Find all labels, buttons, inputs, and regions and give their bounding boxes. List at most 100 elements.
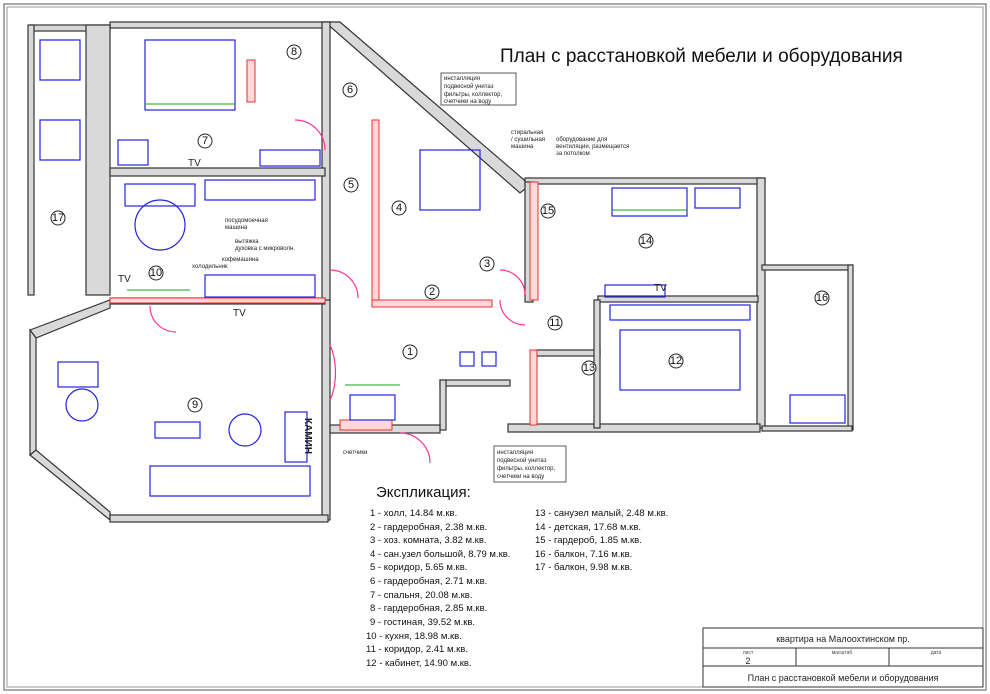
explication-item: 1 - холл, 14.84 м.кв. xyxy=(370,508,457,519)
svg-text:кофемашина: кофемашина xyxy=(222,257,259,263)
tv-label-kitchen: TV xyxy=(118,274,131,285)
room-15: 15 xyxy=(540,203,556,219)
doors xyxy=(149,119,526,464)
svg-text:17: 17 xyxy=(52,212,64,224)
fireplace-label: КАМИН xyxy=(302,418,313,454)
svg-text:счетчики на воду: счетчики на воду xyxy=(444,99,491,105)
explication-heading: Экспликация: xyxy=(376,484,471,501)
tv-label-living: TV xyxy=(233,308,246,319)
svg-text:2: 2 xyxy=(429,286,435,298)
svg-text:подвесной унитаз: подвесной унитаз xyxy=(444,83,494,90)
svg-text:12: 12 xyxy=(670,355,682,367)
note-ventilation: оборудование для вентиляции, размещается… xyxy=(556,137,629,157)
tv-label-bedroom: TV xyxy=(188,158,201,169)
explication-item: 7 - спальня, 20.08 м.кв. xyxy=(370,590,473,601)
room-17: 17 xyxy=(50,210,66,226)
explication-item: 15 - гардероб, 1.85 м.кв. xyxy=(535,535,642,546)
room-13: 13 xyxy=(581,360,597,376)
explication-item: 12 - кабинет, 14.90 м.кв. xyxy=(366,658,472,669)
svg-text:14: 14 xyxy=(640,235,652,247)
room-12: 12 xyxy=(668,353,684,369)
svg-text:инсталляция: инсталляция xyxy=(497,450,533,456)
meters-label: счетчики xyxy=(343,450,367,456)
room-11: 11 xyxy=(547,315,563,331)
project-name: квартира на Малоохтинском пр. xyxy=(776,634,910,644)
explication-item: 11 - коридор, 2.41 м.кв. xyxy=(366,644,468,655)
svg-text:фильтры, коллектор,: фильтры, коллектор, xyxy=(497,466,555,472)
room-4: 4 xyxy=(391,200,407,216)
svg-text:4: 4 xyxy=(396,202,402,214)
note-installation-top: инсталляция подвесной унитаз фильтры, ко… xyxy=(440,72,517,106)
room-numbers: 1 2 3 4 5 6 7 8 9 10 11 12 13 14 15 16 1… xyxy=(50,44,830,413)
explication-item: 4 - сан.узел большой, 8.79 м.кв. xyxy=(370,549,510,560)
explication-item: 13 - санузел малый, 2.48 м.кв. xyxy=(535,508,668,519)
svg-text:машина: машина xyxy=(511,144,534,150)
svg-text:за потолком: за потолком xyxy=(556,151,590,157)
explication-item: 9 - гостиная, 39.52 м.кв. xyxy=(370,617,475,628)
sheet-frame xyxy=(3,3,987,691)
explication-item: 5 - коридор, 5.65 м.кв. xyxy=(370,562,467,573)
explication-item: 2 - гардеробная, 2.38 м.кв. xyxy=(370,522,487,533)
room-2: 2 xyxy=(424,284,440,300)
dimension-lines xyxy=(127,103,687,386)
svg-text:фильтры, коллектор,: фильтры, коллектор, xyxy=(444,92,502,98)
svg-text:вытяжка: вытяжка xyxy=(235,239,259,245)
explication-item: 16 - балкон, 7.16 м.кв. xyxy=(535,549,632,560)
svg-text:холодильник: холодильник xyxy=(192,264,228,270)
svg-text:3: 3 xyxy=(484,258,490,270)
room-1: 1 xyxy=(402,344,418,360)
drawing-title: План с расстановкой мебели и оборудовани… xyxy=(500,46,903,67)
room-9: 9 xyxy=(187,397,203,413)
svg-text:вентиляции, размещается: вентиляции, размещается xyxy=(556,144,629,150)
svg-text:подвесной унитаз: подвесной унитаз xyxy=(497,457,547,464)
svg-text:духовка с микроволн.: духовка с микроволн. xyxy=(235,246,295,252)
new-partitions xyxy=(109,59,539,431)
svg-text:1: 1 xyxy=(407,346,413,358)
room-3: 3 xyxy=(479,256,495,272)
svg-text:стиральная: стиральная xyxy=(511,130,543,136)
explication-item: 6 - гардеробная, 2.71 м.кв. xyxy=(370,576,487,587)
sheet-frame-inner xyxy=(6,6,984,688)
kitchen-labels: посудомоечная машина вытяжка духовка с м… xyxy=(192,218,295,270)
room-7: 7 xyxy=(197,133,213,149)
svg-text:7: 7 xyxy=(202,135,208,147)
svg-text:11: 11 xyxy=(549,317,560,329)
svg-text:8: 8 xyxy=(291,46,297,58)
explication-item: 14 - детская, 17.68 м.кв. xyxy=(535,522,641,533)
svg-text:13: 13 xyxy=(583,362,595,374)
room-6: 6 xyxy=(342,82,358,98)
svg-text:инсталляция: инсталляция xyxy=(444,76,480,82)
explication-item: 8 - гардеробная, 2.85 м.кв. xyxy=(370,603,487,614)
room-10: 10 xyxy=(148,265,164,281)
room-14: 14 xyxy=(638,233,654,249)
note-installation-bottom: инсталляция подвесной унитаз фильтры, ко… xyxy=(493,445,567,483)
note-washer: стиральная / сушильная машина xyxy=(511,130,545,150)
svg-text:15: 15 xyxy=(542,205,554,217)
explication-item: 17 - балкон, 9.98 м.кв. xyxy=(535,562,632,573)
explication-item: 3 - хоз. комната, 3.82 м.кв. xyxy=(370,535,487,546)
svg-text:посудомоечная: посудомоечная xyxy=(225,218,268,224)
svg-text:/ сушильная: / сушильная xyxy=(511,137,545,143)
svg-text:10: 10 xyxy=(150,267,162,279)
sheet-number: 2 xyxy=(745,656,750,666)
explication: Экспликация: 1 - холл, 14.84 м.кв. 2 - г… xyxy=(366,484,668,669)
tv-label-kids: TV xyxy=(654,283,667,294)
date-label: дата xyxy=(931,650,942,656)
svg-text:6: 6 xyxy=(347,84,353,96)
room-16: 16 xyxy=(814,290,830,306)
sheet-label: лист xyxy=(743,650,754,656)
svg-text:машина: машина xyxy=(225,225,248,231)
room-5: 5 xyxy=(343,177,359,193)
svg-text:9: 9 xyxy=(192,399,198,411)
room-8: 8 xyxy=(286,44,302,60)
scale-label: масштаб xyxy=(832,650,853,656)
furniture xyxy=(39,39,846,497)
svg-text:16: 16 xyxy=(816,292,828,304)
explication-item: 10 - кухня, 18.98 м.кв. xyxy=(366,631,462,642)
svg-text:оборудование для: оборудование для xyxy=(556,137,607,143)
svg-text:счетчики на воду: счетчики на воду xyxy=(497,474,544,480)
drawing-name: План с расстановкой мебели и оборудовани… xyxy=(748,673,939,683)
svg-text:5: 5 xyxy=(348,179,354,191)
title-block: квартира на Малоохтинском пр. лист 2 мас… xyxy=(702,627,984,688)
